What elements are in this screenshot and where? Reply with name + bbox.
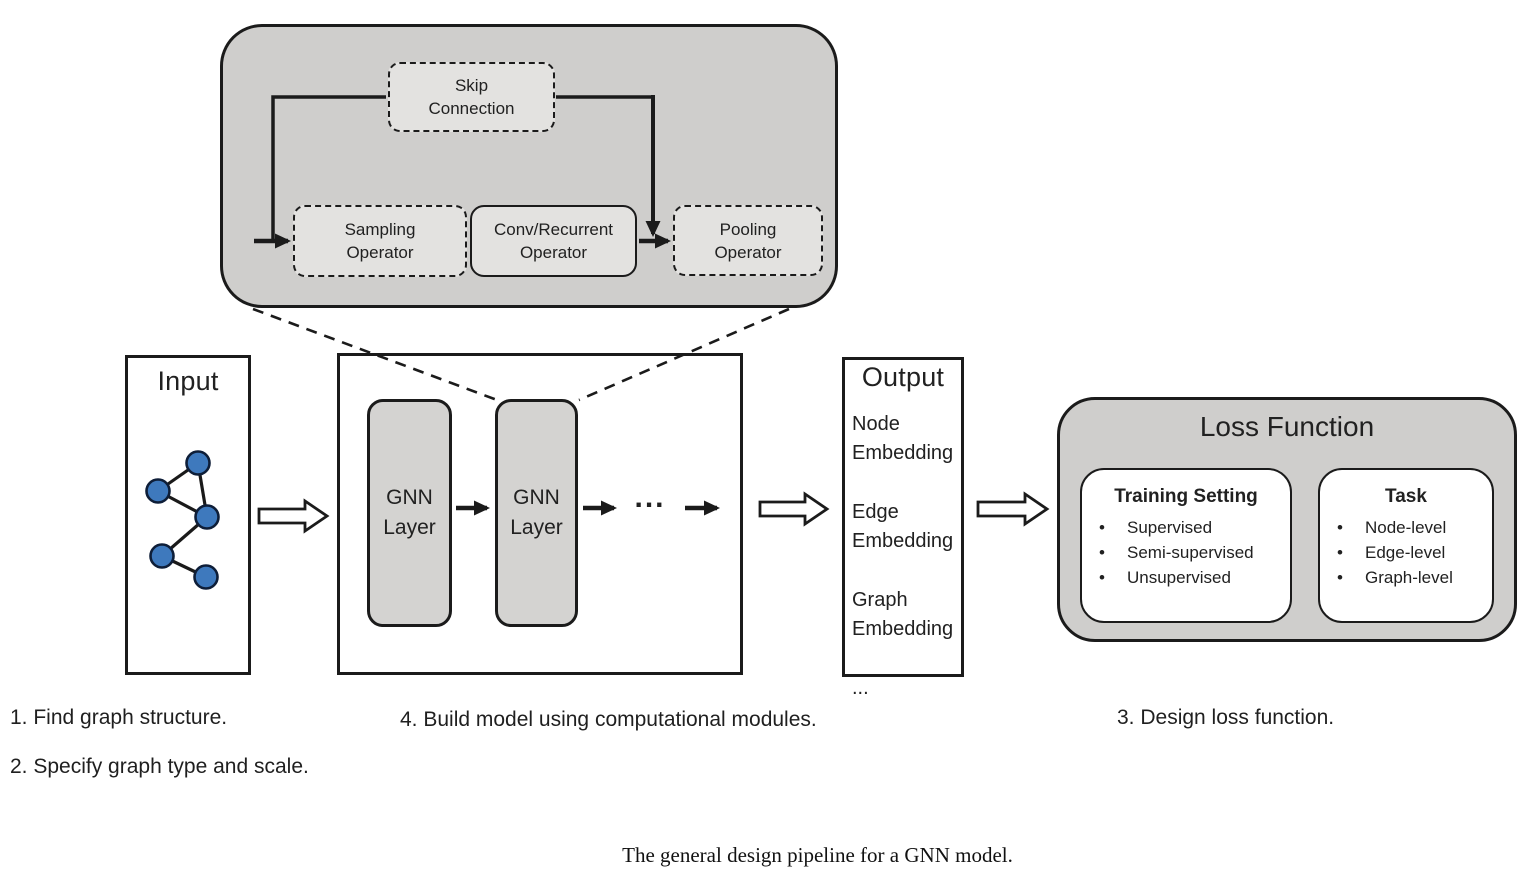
gnn-layer-2-label: GNN Layer: [510, 486, 563, 539]
training-item-semi-supervised: Semi-supervised: [1082, 540, 1290, 565]
output-item-ellipsis: ...: [852, 677, 869, 699]
output-item-edge-embedding: Edge Embedding: [852, 501, 954, 552]
model-ellipsis: ...: [634, 481, 666, 514]
step-3-label: 3. Design loss function.: [1117, 706, 1335, 729]
gnn-layer-1-box: GNN Layer: [367, 399, 452, 627]
task-list: Node-level Edge-level Graph-level: [1320, 515, 1492, 590]
conv-recurrent-operator-box: Conv/Recurrent Operator: [470, 205, 637, 277]
step-2-label: 2. Specify graph type and scale.: [10, 755, 309, 778]
block-arrow-input-to-model: [257, 498, 330, 534]
sampling-operator-label: Sampling Operator: [344, 220, 416, 262]
block-arrow-model-to-output: [758, 491, 830, 527]
skip-connection-box: Skip Connection: [388, 62, 555, 132]
figure-caption: The general design pipeline for a GNN mo…: [622, 843, 1013, 867]
loss-function-title: Loss Function: [1199, 411, 1375, 442]
gnn-layer-2-box: GNN Layer: [495, 399, 578, 627]
step-1-label: 1. Find graph structure.: [10, 706, 228, 729]
task-item-edge-level: Edge-level: [1320, 540, 1492, 565]
training-setting-box: Training Setting Supervised Semi-supervi…: [1080, 468, 1292, 623]
output-item-node-embedding: Node Embedding: [852, 413, 954, 464]
task-title: Task: [1385, 486, 1427, 507]
task-item-node-level: Node-level: [1320, 515, 1492, 540]
block-arrow-output-to-loss: [976, 491, 1050, 527]
step-4-label: 4. Build model using computational modul…: [400, 708, 817, 731]
conv-recurrent-operator-label: Conv/Recurrent Operator: [493, 220, 614, 262]
task-box: Task Node-level Edge-level Graph-level: [1318, 468, 1494, 623]
sampling-operator-box: Sampling Operator: [293, 205, 467, 277]
output-items: Node Embedding Edge Embedding Graph Embe…: [852, 410, 958, 703]
pooling-operator-label: Pooling Operator: [714, 219, 782, 262]
training-setting-title: Training Setting: [1114, 486, 1258, 507]
input-box: [125, 355, 251, 675]
output-title: Output: [861, 362, 945, 392]
output-item-graph-embedding: Graph Embedding: [852, 589, 954, 640]
pooling-operator-box: Pooling Operator: [673, 205, 823, 276]
training-item-unsupervised: Unsupervised: [1082, 565, 1290, 590]
task-item-graph-level: Graph-level: [1320, 565, 1492, 590]
output-box: [842, 357, 964, 677]
training-setting-list: Supervised Semi-supervised Unsupervised: [1082, 515, 1290, 590]
input-title: Input: [157, 366, 219, 396]
gnn-layer-1-label: GNN Layer: [383, 486, 436, 539]
training-item-supervised: Supervised: [1082, 515, 1290, 540]
skip-connection-label: Skip Connection: [428, 76, 515, 118]
